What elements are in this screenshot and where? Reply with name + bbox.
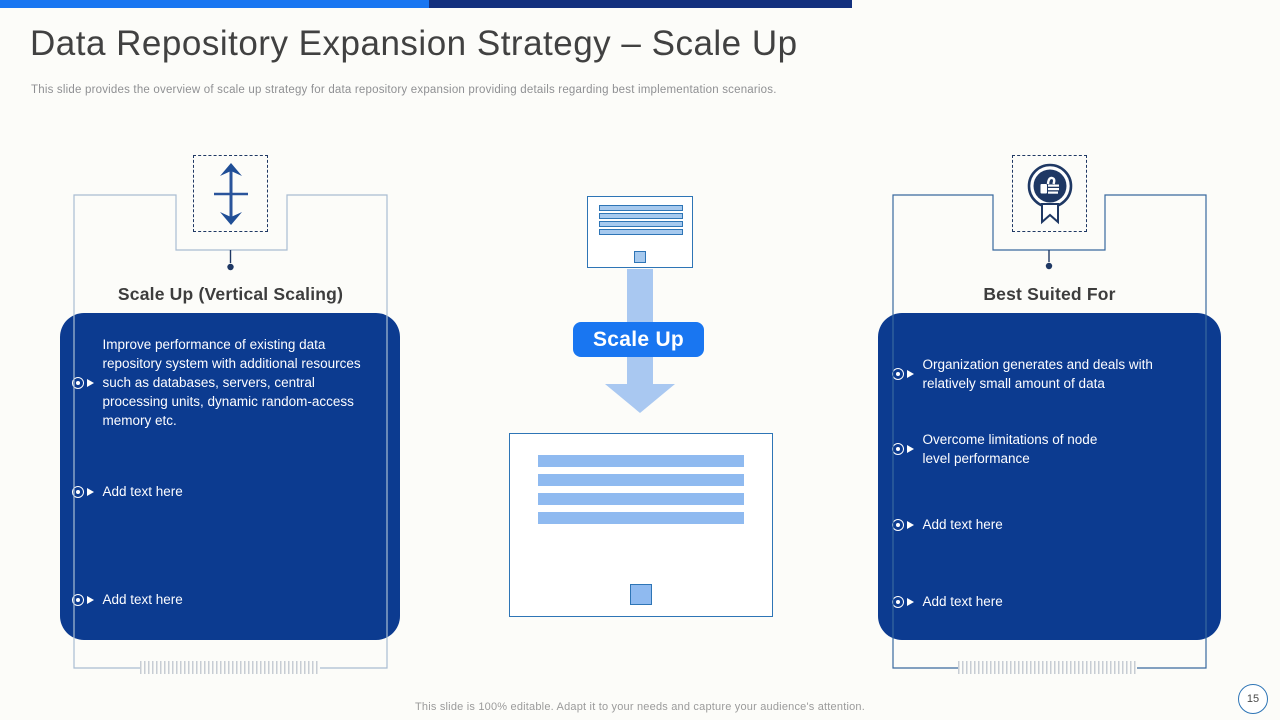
down-arrow-shaft [627, 269, 653, 323]
down-arrow-shaft [627, 356, 653, 385]
large-server-icon [509, 433, 773, 617]
server-port-square [634, 251, 646, 263]
list-item-text: Overcome limitations of node level perfo… [922, 432, 1098, 466]
vertical-resize-arrow-icon [213, 162, 248, 225]
list-item: Organization generates and deals with re… [878, 355, 1179, 393]
small-server-icon [587, 196, 693, 268]
list-item-text[interactable]: Add text here [922, 594, 1003, 609]
eye-arrow-bullet-icon [892, 368, 914, 380]
page-number-badge: 15 [1238, 684, 1268, 714]
eye-arrow-bullet-icon [892, 595, 914, 608]
list-item-text: Organization generates and deals with re… [922, 357, 1153, 391]
left-icon-box [193, 155, 268, 232]
eye-arrow-bullet-icon [72, 376, 94, 389]
list-item-text: Improve performance of existing data rep… [102, 337, 361, 428]
right-film-strip-divider [958, 661, 1137, 674]
right-connector-dot [1045, 262, 1053, 270]
eye-arrow-bullet-icon [72, 485, 94, 498]
page-subtitle: This slide provides the overview of scal… [31, 84, 777, 96]
list-item: Overcome limitations of node level perfo… [878, 430, 1123, 468]
thumbs-up-award-badge-icon [1027, 163, 1072, 224]
list-item[interactable]: Add text here [878, 592, 1003, 611]
left-film-strip-divider [140, 661, 320, 674]
list-item-text[interactable]: Add text here [922, 517, 1003, 532]
down-arrow-head-icon [605, 384, 675, 413]
top-accent-bar-navy [429, 0, 852, 8]
right-panel-card: Organization generates and deals with re… [878, 313, 1221, 640]
eye-arrow-bullet-icon [892, 518, 914, 531]
left-connector-dot [227, 263, 234, 271]
scale-up-button[interactable]: Scale Up [573, 322, 704, 357]
eye-arrow-bullet-icon [892, 443, 914, 455]
left-panel-card: Improve performance of existing data rep… [60, 313, 400, 640]
footer-note: This slide is 100% editable. Adapt it to… [415, 701, 865, 713]
server-port-square [630, 584, 652, 605]
list-item: Improve performance of existing data rep… [60, 335, 381, 430]
left-panel-heading: Scale Up (Vertical Scaling) [117, 284, 344, 304]
list-item-text[interactable]: Add text here [102, 592, 183, 607]
list-item-text[interactable]: Add text here [102, 484, 183, 499]
list-item[interactable]: Add text here [60, 482, 183, 501]
list-item[interactable]: Add text here [60, 590, 183, 609]
page-title: Data Repository Expansion Strategy – Sca… [30, 24, 798, 63]
top-accent-bar-blue [0, 0, 429, 8]
eye-arrow-bullet-icon [72, 593, 94, 606]
right-panel-heading: Best Suited For [983, 284, 1116, 304]
right-icon-box [1012, 155, 1087, 232]
list-item[interactable]: Add text here [878, 515, 1003, 534]
